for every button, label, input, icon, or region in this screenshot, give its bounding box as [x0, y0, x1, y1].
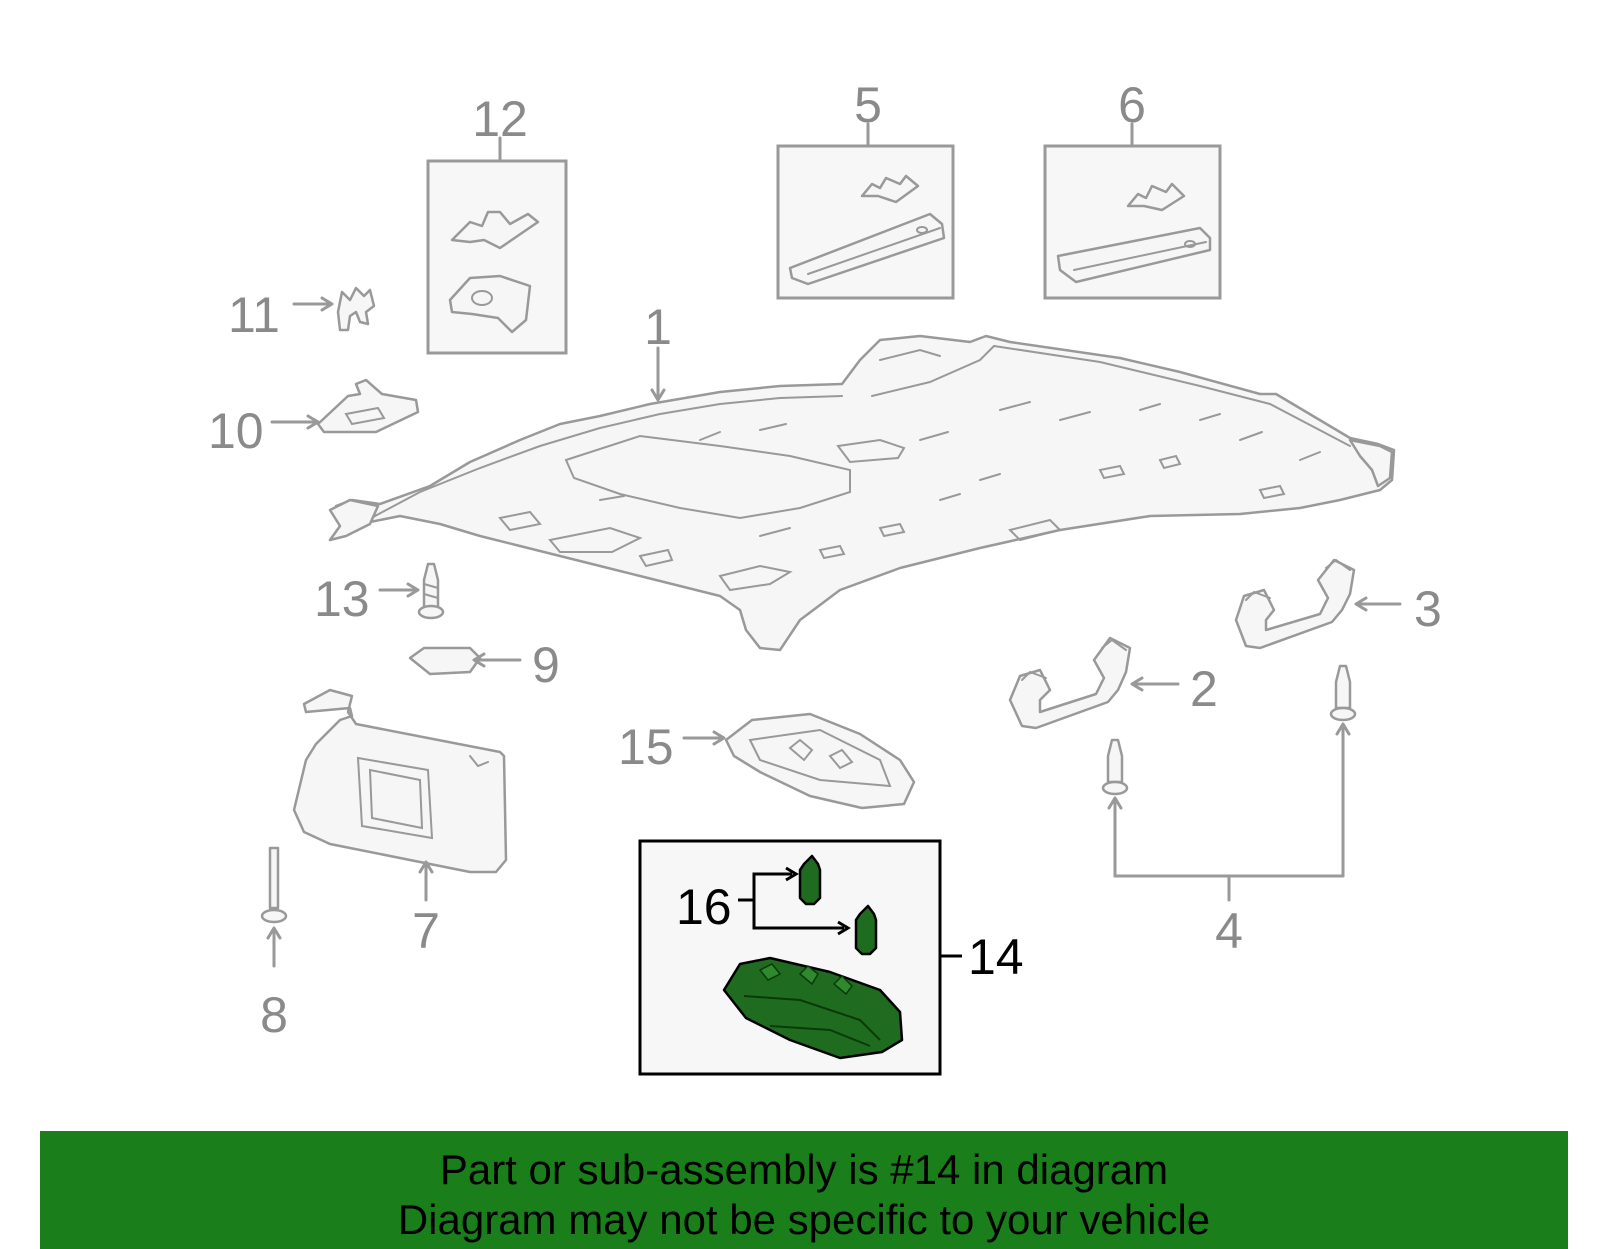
callout-5: 5: [854, 77, 882, 133]
part-11-group[interactable]: 11: [228, 286, 376, 343]
callout-10: 10: [208, 403, 264, 459]
part-6-clip: [1126, 182, 1186, 212]
callout-8: 8: [260, 987, 288, 1043]
part-5-group[interactable]: 5: [776, 77, 955, 300]
part-13-group[interactable]: 13: [314, 562, 445, 627]
callout-14: 14: [968, 929, 1024, 985]
dome-lamp-opening: [836, 438, 906, 464]
part-15-lamp: [724, 712, 916, 810]
callout-6: 6: [1118, 77, 1146, 133]
part-16-bulbs[interactable]: 16: [676, 854, 878, 956]
part-9-cap: [408, 646, 482, 676]
part-12-box: [426, 159, 568, 355]
callout-13: 13: [314, 571, 370, 627]
banner-line-2: Diagram may not be specific to your vehi…: [397, 1196, 1211, 1243]
part-7-group[interactable]: 7: [292, 688, 508, 959]
console-opening: [548, 526, 643, 553]
part-12-group[interactable]: 12: [426, 91, 568, 355]
sunroof-opening: [564, 434, 851, 520]
callout-2: 2: [1190, 661, 1218, 717]
part-4-group[interactable]: 4: [1101, 664, 1357, 959]
part-15-group[interactable]: 15: [618, 712, 916, 810]
part-8-group[interactable]: 8: [260, 846, 288, 1043]
part-10-group[interactable]: 10: [208, 378, 420, 459]
part-14-group[interactable]: 14 16: [638, 839, 1024, 1076]
part-5-clip: [860, 174, 920, 204]
callout-7: 7: [412, 903, 440, 959]
part-14-dome-lamp: [722, 956, 904, 1060]
callout-15: 15: [618, 719, 674, 775]
bulb-upper: [798, 854, 822, 906]
part-12-bracket-lower: [448, 274, 532, 334]
part-3-handle: [1234, 558, 1356, 650]
callout-12: 12: [472, 91, 528, 147]
callout-9: 9: [532, 637, 560, 693]
part-1-headliner[interactable]: 1: [328, 299, 1396, 652]
callout-3: 3: [1414, 581, 1442, 637]
callout-11: 11: [228, 287, 280, 343]
part-6-group[interactable]: 6: [1043, 77, 1222, 300]
callout-16: 16: [676, 879, 732, 935]
part-6-bracket: [1056, 226, 1212, 284]
part-7-visor: [292, 688, 508, 874]
callout-4: 4: [1215, 903, 1243, 959]
parts-diagram: 12 5 6 11 10: [208, 77, 1442, 1076]
headliner-shell: [328, 334, 1396, 652]
part-4-screw-left: [1106, 738, 1124, 784]
part-2-group[interactable]: 2: [1008, 636, 1218, 730]
info-banner: Part or sub-assembly is #14 in diagram D…: [40, 1131, 1568, 1249]
bulb-lower: [854, 904, 878, 956]
part-9-group[interactable]: 9: [408, 637, 560, 693]
part-2-handle: [1008, 636, 1132, 730]
part-12-bracket-upper: [450, 210, 540, 250]
callout-1: 1: [644, 299, 672, 355]
part-8-rod: [268, 846, 280, 910]
part-10-bracket: [316, 378, 420, 434]
vanity-mirror: [356, 756, 434, 840]
part-4-screw-right: [1334, 664, 1352, 710]
part-11-clip: [336, 286, 376, 332]
banner-line-1: Part or sub-assembly is #14 in diagram: [439, 1146, 1169, 1193]
part-3-group[interactable]: 3: [1234, 558, 1442, 650]
